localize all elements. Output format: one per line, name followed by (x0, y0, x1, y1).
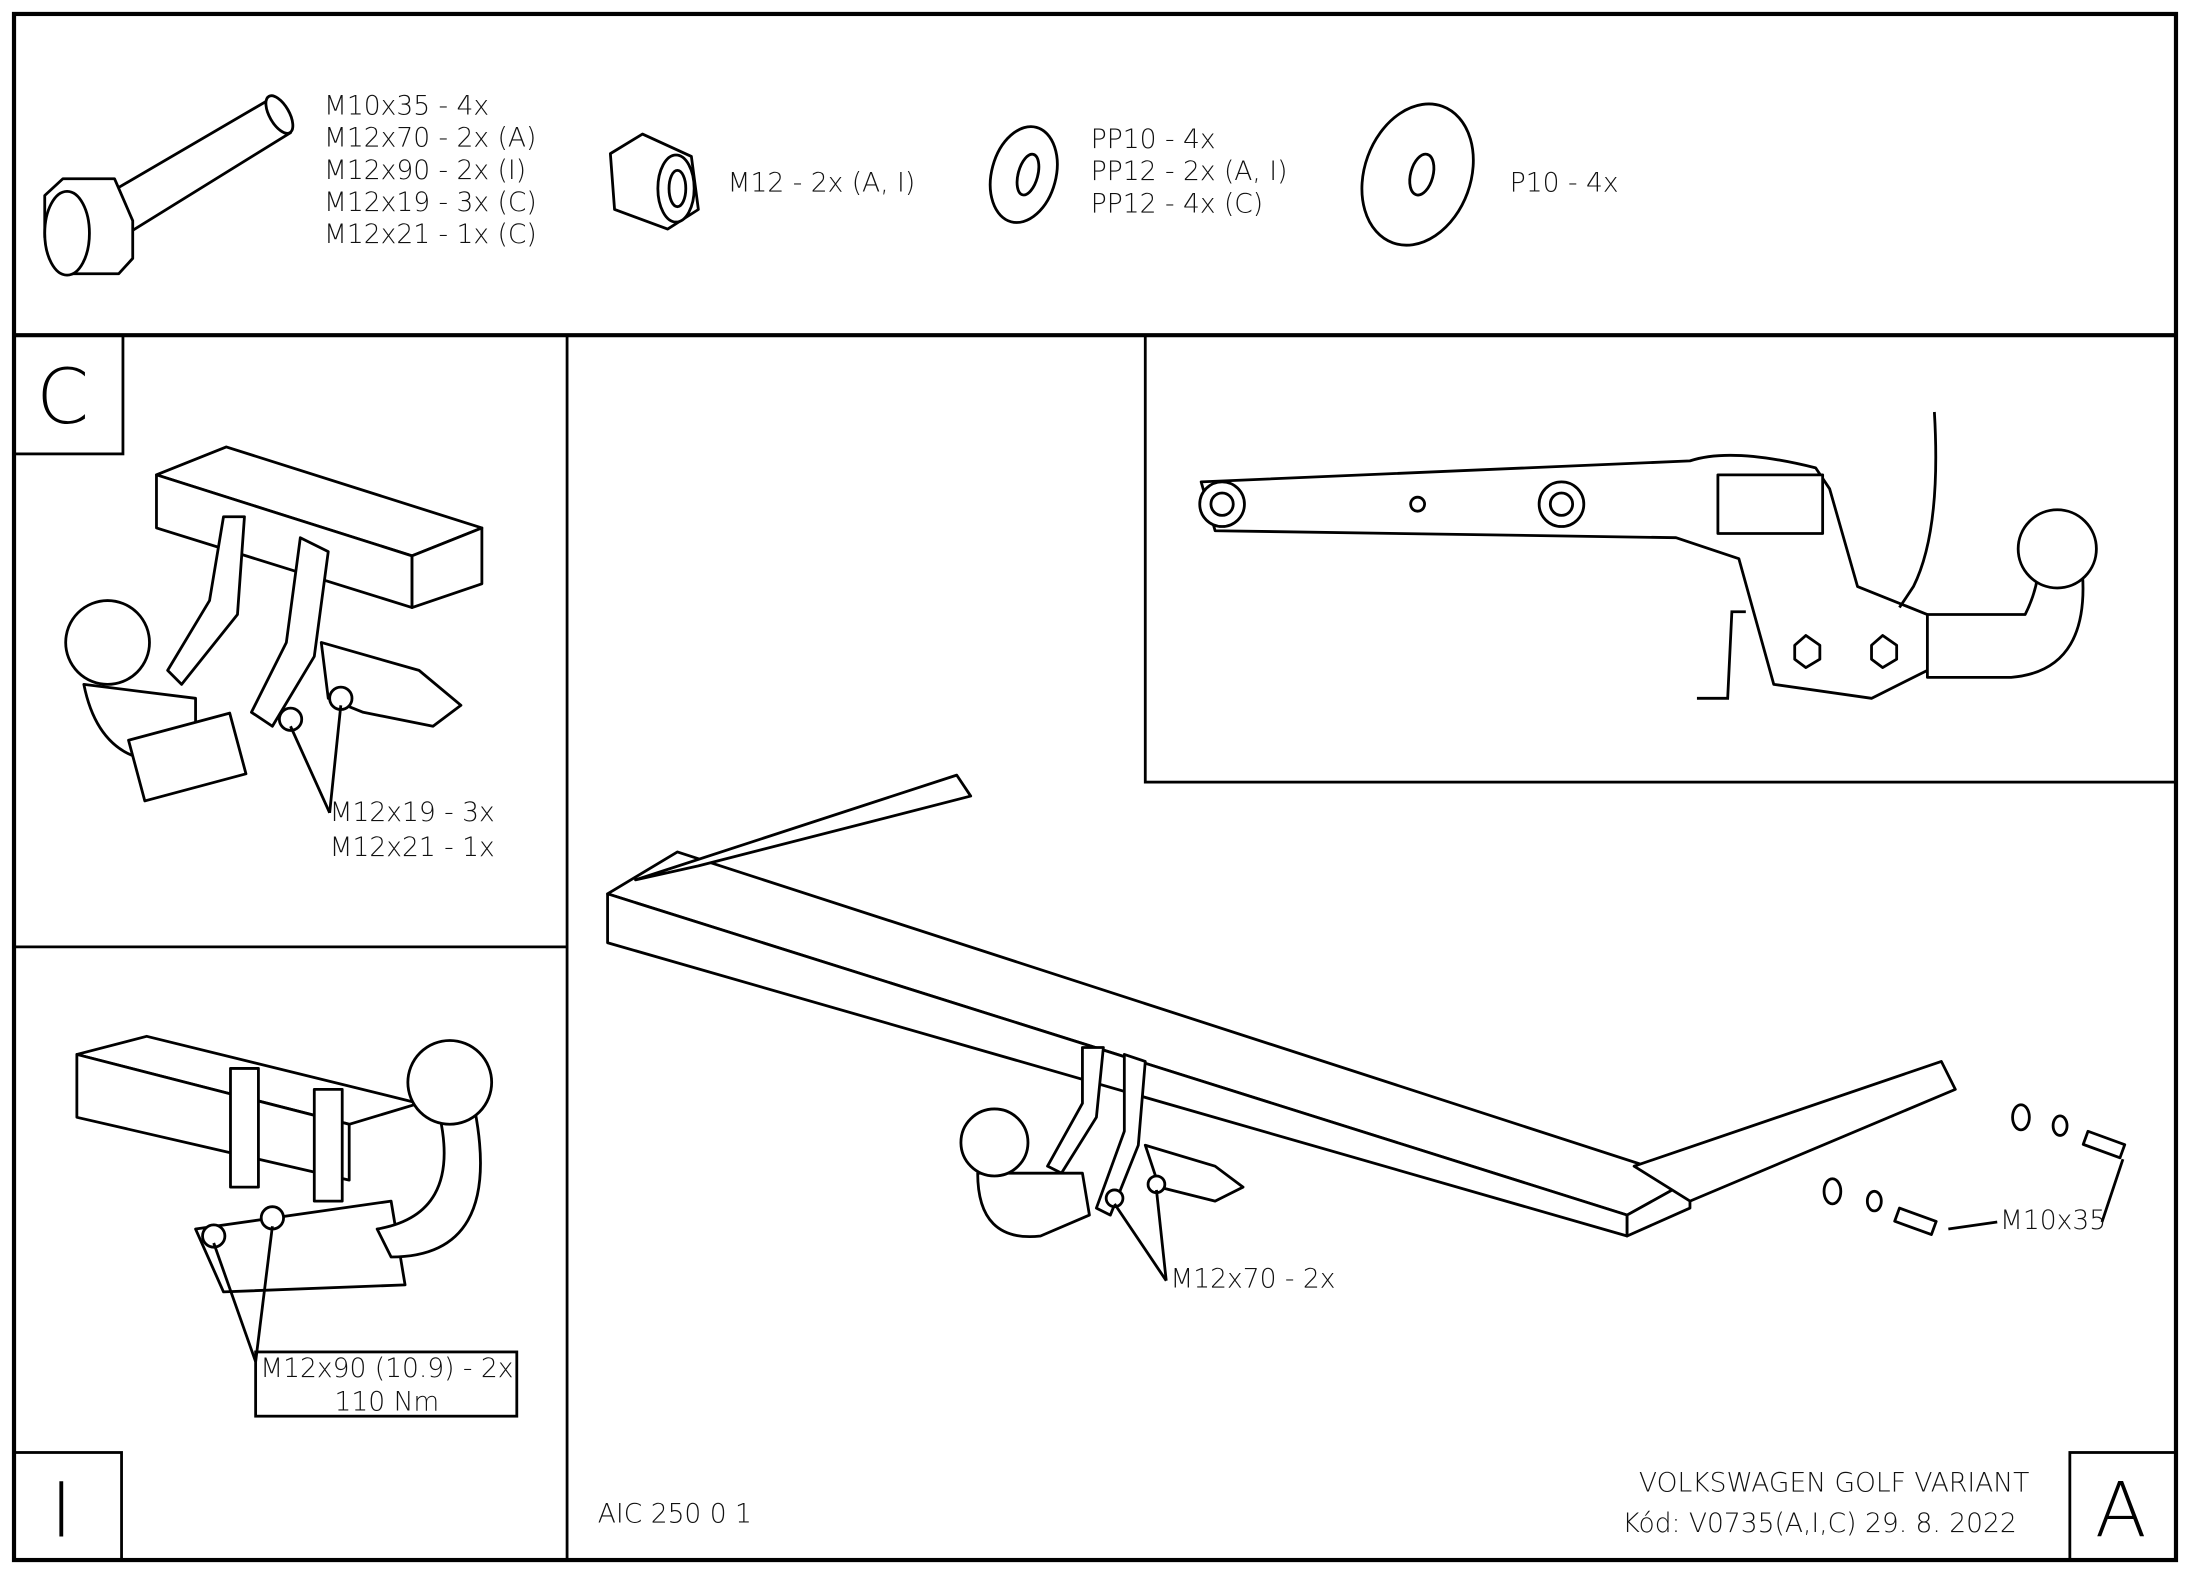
main-assembly (606, 773, 2127, 1282)
callout-c-bolt: M12x21 - 1x (330, 832, 495, 863)
crossbar-detail-c (64, 445, 484, 814)
drawing-code: AIC 250 0 1 (598, 1498, 752, 1529)
flat-washer-spec: P10 - 4x (1510, 167, 1619, 198)
parts-list: M10x35 - 4x M12x70 - 2x (A) M12x90 - 2x … (43, 91, 1619, 277)
flat-washer-icon (1360, 102, 1475, 247)
bolt-spec: M12x70 - 2x (A) (324, 123, 536, 154)
callout-i-bolt: M12x90 (10.9) - 2x (260, 1353, 513, 1384)
spring-washer-spec: PP12 - 2x (A, I) (1091, 156, 1288, 187)
panel-label-i: I (50, 1466, 72, 1554)
callout-a-arm-bolts: M10x35 (2000, 1205, 2106, 1236)
panel-label-c: C (36, 353, 89, 441)
panel-i: I M12x90 (10.9) - 2x 110 Nm (12, 1034, 519, 1562)
crossbar-detail-i (75, 1034, 494, 1363)
code-and-date: Kód: V0735(A,I,C) 29. 8. 2022 (1622, 1508, 2016, 1539)
callout-a-ball-bolts: M12x70 - 2x (1170, 1264, 1335, 1295)
panel-c: C M12x19 - 3x M12x21 - 1x (12, 333, 495, 863)
panel-label-a: A (2095, 1466, 2147, 1554)
bolt-icon (43, 94, 295, 277)
side-view-detail (1198, 411, 2098, 700)
bolt-spec: M12x90 - 2x (I) (324, 155, 526, 186)
spring-washer-icon (988, 125, 1059, 224)
bolt-spec: M12x19 - 3x (C) (324, 187, 537, 218)
bolt-spec: M10x35 - 4x (324, 91, 489, 122)
vehicle-name: VOLKSWAGEN GOLF VARIANT (1639, 1468, 2029, 1499)
spring-washer-spec: PP10 - 4x (1091, 124, 1216, 155)
nut-icon (608, 132, 700, 231)
callout-c-bolt: M12x19 - 3x (330, 797, 495, 828)
callout-i-torque: 110 Nm (335, 1387, 440, 1418)
spring-washer-spec: PP12 - 4x (C) (1091, 188, 1263, 219)
callout-box-i (254, 1350, 519, 1418)
bolt-spec: M12x21 - 1x (C) (324, 219, 537, 250)
frame (11, 11, 2179, 1563)
nut-spec: M12 - 2x (A, I) (728, 167, 916, 198)
